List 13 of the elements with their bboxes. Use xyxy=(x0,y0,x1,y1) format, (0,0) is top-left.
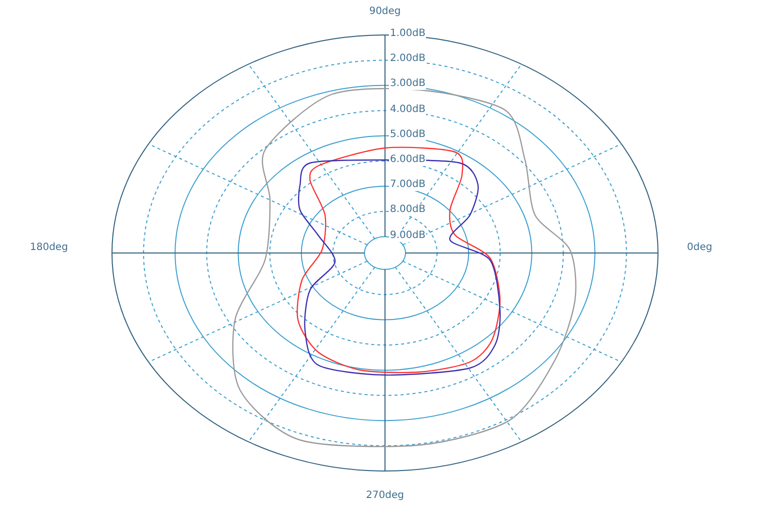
tick-label: 6.00dB xyxy=(389,154,426,166)
tick-label: 5.00dB xyxy=(389,128,426,141)
angle-label: 180deg xyxy=(30,242,68,254)
angle-label: 270deg xyxy=(366,490,404,502)
tick-label: 8.00dB xyxy=(389,204,426,216)
angle-label: 0deg xyxy=(687,242,712,254)
tick-label: 7.00dB xyxy=(389,179,426,192)
tick-label: 2.00dB xyxy=(389,53,426,66)
tick-label: 4.00dB xyxy=(389,104,426,116)
tick-label: 3.00dB xyxy=(389,78,426,90)
angle-label: 90deg xyxy=(369,6,401,18)
tick-label: 9.00dB xyxy=(389,230,426,242)
tick-label: 1.00dB xyxy=(389,28,426,40)
